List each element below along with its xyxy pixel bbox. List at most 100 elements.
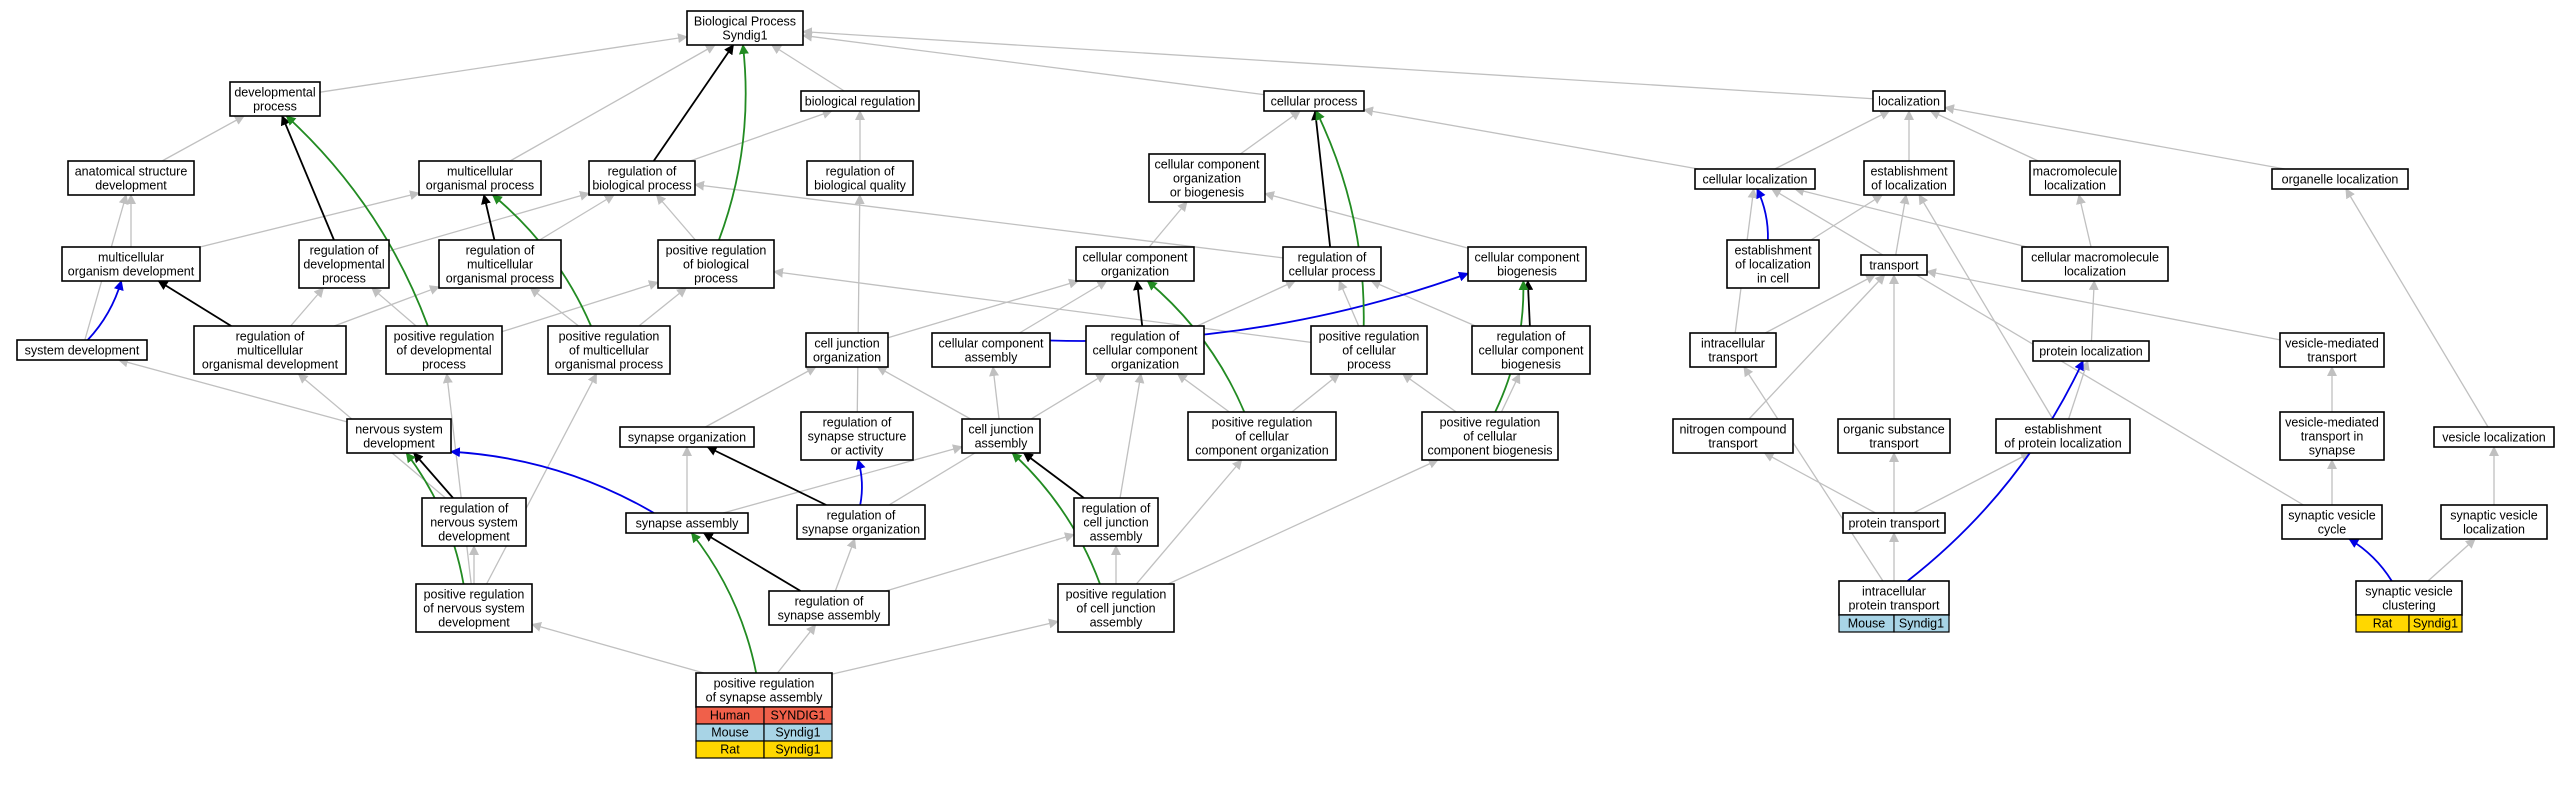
go-term-box (1085, 325, 1205, 375)
go-term-label: process (1347, 358, 1391, 372)
edge-is-a (770, 44, 845, 92)
go-term-transport[interactable]: transport (1860, 254, 1928, 276)
go-term-box (1075, 246, 1195, 282)
go-term-loc[interactable]: localization (1872, 90, 1946, 112)
go-term-box (796, 504, 926, 540)
go-term-label: synapse structure (808, 430, 907, 444)
go-term-cellproc[interactable]: cellular process (1263, 90, 1365, 112)
go-term-box (2433, 426, 2555, 448)
edge-is-a (1929, 110, 2039, 162)
go-term-label: cellular component (1093, 344, 1198, 358)
go-term-label: vesicle-mediated (2285, 337, 2379, 351)
go-term-cellloc[interactable]: cellular localization (1694, 168, 1816, 190)
go-term-label: assembly (975, 437, 1029, 451)
go-term-label: regulation of (1082, 502, 1151, 516)
go-term-orgloc[interactable]: organelle localization (2271, 168, 2409, 190)
go-term-label: Syndig1 (722, 29, 767, 43)
edge-part-of (413, 452, 454, 499)
go-term-label: developmental (303, 258, 384, 272)
go-term-protloc[interactable]: protein localization (2032, 340, 2150, 362)
edge-regulates (1907, 360, 2084, 582)
edge-is-a (694, 180, 1284, 259)
edge-is-a (1944, 104, 2285, 170)
go-term-label: cellular component (939, 337, 1044, 351)
go-term-label: development (95, 179, 167, 193)
go-term-label: nitrogen compound (1679, 423, 1786, 437)
go-term-label: organization (813, 351, 881, 365)
edge-is-a (1764, 274, 1876, 334)
go-term-label: cellular process (1271, 95, 1358, 109)
edge-is-a (1370, 279, 1476, 327)
go-term-label: vesicle-mediated (2285, 416, 2379, 430)
go-term-box (1837, 418, 1951, 454)
go-term-bioreg[interactable]: biological regulation (800, 90, 920, 112)
go-term-synassembly[interactable]: synapse assembly (625, 512, 749, 534)
go-term-synorg[interactable]: synapse organization (619, 426, 755, 448)
edge-is-a (2076, 194, 2092, 248)
edge-is-a (319, 33, 688, 93)
go-term-sysdev[interactable]: system development (16, 339, 148, 361)
go-term-box (67, 160, 195, 196)
edge-is-a (290, 287, 325, 327)
go-term-prottrans[interactable]: protein transport (1842, 512, 1946, 534)
edge-part-of (157, 280, 232, 327)
edge-part-of (706, 446, 827, 506)
edge-is-a (854, 194, 865, 413)
edge-is-a (1291, 373, 1340, 413)
go-term-label: multicellular (98, 251, 164, 265)
go-term-label: transport (1869, 259, 1919, 273)
go-term-label: or activity (831, 444, 885, 458)
go-term-box (421, 497, 527, 547)
go-term-vesloc[interactable]: vesicle localization (2433, 426, 2555, 448)
go-term-label: synapse organization (802, 523, 920, 537)
